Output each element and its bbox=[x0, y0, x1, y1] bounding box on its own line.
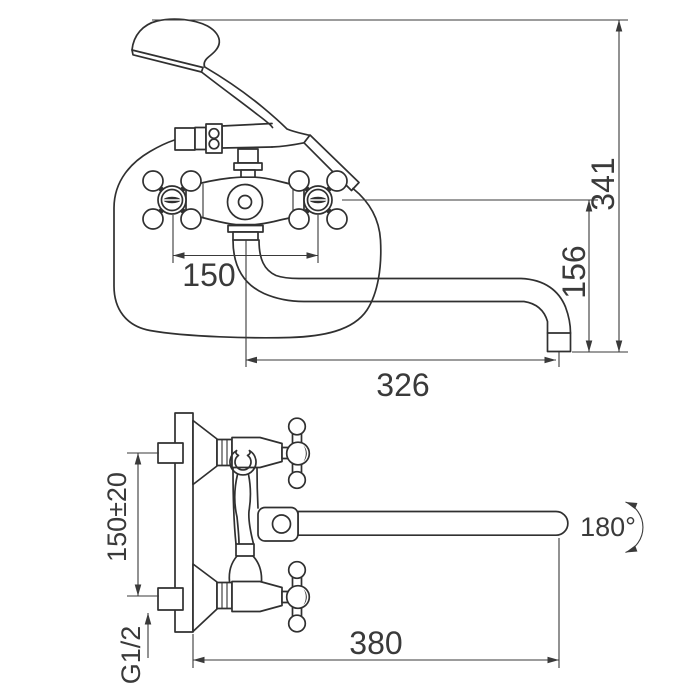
center-body-side bbox=[228, 449, 263, 583]
top-view-front: 341 156 150 326 bbox=[113, 18, 628, 403]
escutcheon-lower bbox=[192, 563, 218, 633]
spout-front bbox=[232, 239, 572, 353]
spout-inner-edge bbox=[258, 239, 572, 334]
handle-ball-bottom bbox=[287, 614, 307, 633]
shower-handle-edge-right bbox=[203, 65, 311, 137]
cap-shading bbox=[303, 445, 307, 462]
fork-stem-right bbox=[247, 473, 255, 545]
side-view-dimensions: 150±20 G1/2 380 180° bbox=[102, 452, 644, 685]
dim-label-inlet-spacing: 150±20 bbox=[102, 472, 132, 562]
shower-inlet-tube bbox=[221, 122, 273, 149]
shower-head-outline bbox=[131, 18, 221, 68]
hose-crimp bbox=[174, 127, 196, 151]
shower-hose bbox=[113, 139, 382, 339]
lower-valve bbox=[192, 560, 311, 633]
hose-nut-ball-2 bbox=[208, 138, 220, 150]
dim-label-overall-height: 341 bbox=[585, 157, 621, 210]
handle-hub-inner bbox=[306, 188, 330, 212]
cap-shading bbox=[303, 589, 307, 605]
eccentric-upper bbox=[157, 442, 184, 464]
handle-lobe bbox=[326, 170, 348, 192]
dim-label-spout-reach: 326 bbox=[376, 367, 429, 403]
inlet-to-cone bbox=[271, 141, 305, 148]
spout-outer-edge bbox=[232, 239, 549, 334]
wall-section bbox=[174, 412, 194, 633]
cross-handle-right bbox=[288, 170, 348, 230]
fork-stem-left bbox=[233, 473, 240, 545]
handle-ball-bottom bbox=[287, 470, 307, 490]
spout-bar bbox=[297, 510, 569, 537]
escutcheon-upper bbox=[192, 419, 218, 486]
nut-facets bbox=[221, 440, 228, 465]
hose-nut-ball-1 bbox=[208, 127, 220, 140]
dim-label-spout-height: 156 bbox=[556, 245, 592, 298]
holder-flange bbox=[233, 162, 263, 171]
handle-ball-top bbox=[287, 560, 307, 580]
body-flare-left bbox=[228, 555, 238, 583]
aerator-base bbox=[232, 231, 259, 241]
eccentric-lower bbox=[157, 587, 184, 611]
shower-spray-face bbox=[131, 49, 204, 73]
handle-lobe bbox=[288, 208, 310, 230]
body-notch bbox=[235, 543, 255, 557]
holder-post bbox=[237, 148, 259, 164]
valve-body-upper bbox=[231, 436, 283, 469]
dim-label-handle-spacing: 150 bbox=[182, 257, 235, 293]
fork-tip-left bbox=[235, 449, 240, 457]
pivot-screw bbox=[271, 514, 292, 534]
handle-cap bbox=[285, 441, 311, 466]
dim-label-spout-length: 380 bbox=[349, 625, 402, 661]
handle-lobe bbox=[180, 208, 202, 230]
handle-hub-inner bbox=[160, 188, 184, 212]
swivel-arc bbox=[625, 501, 644, 554]
fork-inner-ring bbox=[234, 454, 252, 471]
upper-valve bbox=[192, 417, 311, 490]
handle-lobe bbox=[326, 208, 348, 230]
dim-label-swivel-angle: 180° bbox=[580, 512, 636, 542]
shower-handle-edge-left bbox=[200, 71, 274, 129]
spout-side bbox=[257, 506, 569, 542]
fork-tip-right bbox=[246, 449, 251, 457]
side-view-wall-mount: 150±20 G1/2 380 180° bbox=[102, 412, 644, 685]
diverter-button bbox=[237, 194, 253, 210]
valve-body-lower bbox=[231, 580, 283, 613]
handle-cap bbox=[285, 584, 311, 610]
handle-ball-top bbox=[287, 417, 307, 436]
aerator-ribbed bbox=[227, 224, 264, 233]
handle-lobe bbox=[142, 170, 164, 192]
handle-lobe bbox=[142, 208, 164, 230]
spout-tip bbox=[546, 332, 572, 353]
body-flare-right bbox=[252, 555, 263, 583]
cross-handle-left bbox=[142, 170, 202, 230]
nut-facets bbox=[221, 583, 228, 608]
top-view-dimensions: 341 156 150 326 bbox=[152, 19, 628, 403]
valve-nut-lower bbox=[216, 581, 233, 610]
dim-label-thread: G1/2 bbox=[116, 626, 146, 685]
mixer-body-front bbox=[185, 148, 305, 241]
fork-outer-ring bbox=[229, 449, 257, 476]
hose-sleeve bbox=[194, 126, 207, 151]
handle-lobe bbox=[288, 170, 310, 192]
body-edge-left bbox=[232, 467, 237, 545]
handle-lobe bbox=[180, 170, 202, 192]
body-edge-right bbox=[256, 467, 259, 509]
